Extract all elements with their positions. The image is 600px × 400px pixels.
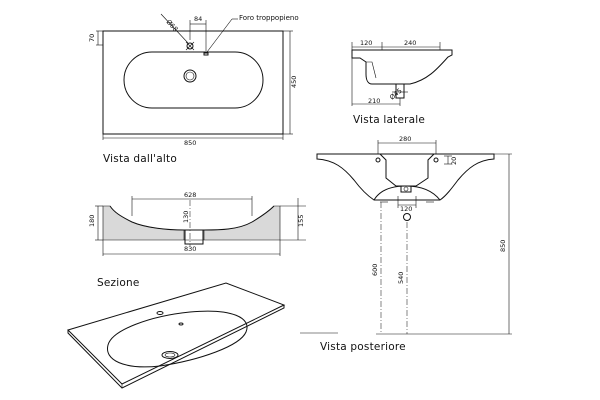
dim-section-inner: 628 bbox=[184, 191, 196, 199]
dim-rim: 120 bbox=[360, 39, 372, 47]
dim-rear-bottom: 120 bbox=[400, 205, 412, 213]
isometric-view bbox=[67, 282, 286, 389]
top-view: Ø68 84 Foro troppopieno 70 450 850 Vista… bbox=[88, 13, 299, 165]
overflow-slot bbox=[203, 52, 209, 56]
top-view-basin bbox=[123, 51, 264, 109]
rear-fixing-left bbox=[375, 157, 381, 163]
rear-view: 280 20 120 600 540 850 Vista posteriore bbox=[300, 135, 512, 353]
dim-rear-top: 280 bbox=[399, 135, 411, 143]
side-view-profile bbox=[351, 49, 453, 85]
iso-top-surface bbox=[67, 282, 286, 385]
rear-wall-drain bbox=[403, 213, 411, 221]
dim-basin: 240 bbox=[404, 39, 416, 47]
iso-drain bbox=[161, 351, 179, 359]
iso-overflow bbox=[178, 322, 184, 326]
top-view-outline bbox=[102, 30, 284, 135]
dim-rear-side: 20 bbox=[450, 157, 458, 165]
dim-width: 850 bbox=[184, 139, 196, 147]
iso-front-edge bbox=[67, 305, 285, 389]
dim-section-base: 830 bbox=[184, 245, 196, 253]
top-view-tap-hole bbox=[186, 42, 194, 50]
section-drain bbox=[184, 229, 204, 245]
caption-section: Sezione bbox=[97, 277, 140, 289]
dim-section-height: 180 bbox=[88, 215, 96, 227]
section-view: 628 180 130 155 830 Sezione bbox=[88, 191, 306, 289]
iso-basin bbox=[107, 310, 248, 368]
caption-side-view: Vista laterale bbox=[353, 114, 425, 126]
dim-section-drain-height: 130 bbox=[182, 211, 190, 223]
dim-section-right-height: 155 bbox=[297, 215, 305, 227]
side-view: 120 240 Ø45 210 Vista laterale bbox=[351, 39, 453, 126]
dim-drain: 210 bbox=[368, 97, 380, 105]
dim-depth: 450 bbox=[290, 76, 298, 88]
rear-fixing-right bbox=[433, 157, 439, 163]
iso-tap-hole bbox=[156, 311, 164, 315]
top-view-drain bbox=[183, 69, 197, 83]
dim-margin: 70 bbox=[88, 34, 96, 42]
dim-hole-offset: 84 bbox=[194, 15, 202, 23]
overflow-callout: Foro troppopieno bbox=[239, 14, 299, 22]
dim-side-hole: Ø45 bbox=[388, 87, 403, 102]
rear-view-drain bbox=[400, 185, 412, 193]
caption-rear-view: Vista posteriore bbox=[320, 341, 406, 353]
caption-top-view: Vista dall'alto bbox=[103, 153, 177, 165]
dim-rear-h2: 540 bbox=[397, 272, 405, 284]
rear-view-profile bbox=[316, 153, 495, 201]
dim-rear-total: 850 bbox=[499, 240, 507, 252]
dim-rear-h1: 600 bbox=[371, 264, 379, 276]
